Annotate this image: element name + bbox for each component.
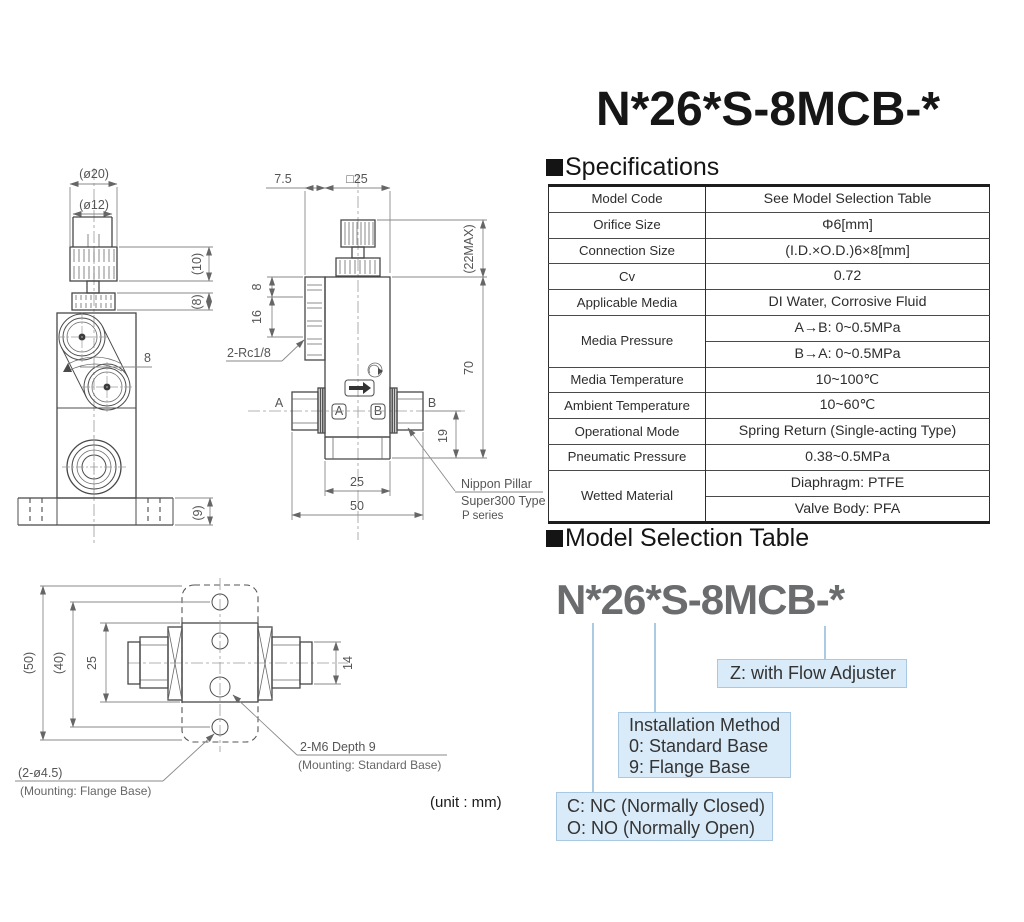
dim-b50-label: (50): [22, 652, 36, 674]
model-code: N*26*S-8MCB-*: [556, 576, 845, 623]
spec-row: Valve Body: PFA: [549, 495, 990, 523]
specifications-heading-label: Specifications: [565, 153, 720, 181]
spec-value: 0.38~0.5MPa: [705, 443, 990, 471]
option-operation-nc: C: NC (Normally Closed): [567, 796, 766, 816]
spec-label: Orifice Size: [548, 211, 706, 239]
spec-label: Cv: [548, 263, 706, 290]
spec-value: B→A: 0~0.5MPa: [705, 340, 990, 368]
spec-label: Ambient Temperature: [548, 392, 706, 419]
maker-name-label: Nippon Pillar: [461, 477, 532, 491]
model-selection-heading: Model Selection Table: [546, 524, 809, 553]
dim-8f-label: 8: [250, 283, 264, 290]
dim-50-label: 50: [350, 499, 364, 513]
dim-dia20-label: (ø20): [79, 167, 109, 181]
spec-value: 10~60℃: [705, 392, 990, 419]
rc-port-label: 2-Rc1/8: [227, 346, 271, 360]
spec-value: A→B: 0~0.5MPa: [705, 314, 990, 342]
spec-label: Wetted Material: [548, 469, 706, 523]
flow-direction-icon: [344, 379, 375, 397]
page-title: N*26*S-8MCB-*: [595, 83, 941, 136]
spec-label: Media Pressure: [548, 314, 706, 368]
spec-row: B→A: 0~0.5MPa: [549, 340, 990, 368]
maker-series-label: P series: [462, 510, 504, 522]
recycle-icon: [367, 362, 383, 378]
technical-drawing: (ø20) (ø12) (10) (8): [15, 167, 545, 811]
spec-value: 0.72: [705, 263, 990, 290]
dim-9-label: (9): [191, 505, 205, 520]
spec-value: Valve Body: PFA: [705, 495, 990, 523]
spec-value: 10~100℃: [705, 366, 990, 393]
dim-b25-label: 25: [85, 656, 99, 670]
spec-value: See Model Selection Table: [705, 185, 990, 213]
spec-label: Applicable Media: [548, 289, 706, 316]
dim-8-label: 8: [144, 351, 151, 365]
dim-22max-label: (22MAX): [462, 224, 476, 273]
leader-line-flow-adjuster: [824, 626, 826, 660]
spec-label: Model Code: [548, 185, 706, 213]
dim-19-label: 19: [436, 429, 450, 443]
leader-line-operation: [592, 623, 594, 793]
dim-sq25-label: □25: [346, 172, 368, 186]
dim-8p-label: (8): [190, 294, 204, 309]
spec-value: Spring Return (Single-acting Type): [705, 418, 990, 445]
option-box-installation: Installation Method 0: Standard Base 9: …: [618, 712, 791, 778]
spec-label: Media Temperature: [548, 366, 706, 393]
section-bullet-icon: [546, 530, 563, 547]
unit-note: (unit : mm): [430, 794, 502, 811]
spec-label: Pneumatic Pressure: [548, 443, 706, 471]
dim-16-label: 16: [250, 310, 264, 324]
specifications-heading: Specifications: [546, 153, 719, 182]
model-selection-heading-label: Model Selection Table: [565, 524, 810, 552]
dim-14-label: 14: [341, 656, 355, 670]
option-installation-title: Installation Method: [629, 715, 781, 735]
dim-7-5-label: 7.5: [274, 172, 291, 186]
bottom-view: (50) (40) 25 14 (2-ø4.5) (Mounting: Flan…: [15, 578, 502, 811]
option-box-flow-adjuster: Z: with Flow Adjuster: [717, 659, 907, 688]
section-bullet-icon: [546, 159, 563, 176]
dim-25-label: 25: [350, 475, 364, 489]
option-installation-flange: 9: Flange Base: [629, 757, 751, 777]
spec-label: Connection Size: [548, 237, 706, 264]
dim-70-label: 70: [462, 361, 476, 375]
dim-10-label: (10): [190, 253, 204, 275]
flange-holes-label: (2-ø4.5): [18, 766, 62, 780]
maker-type-label: Super300 Type: [461, 494, 545, 508]
spec-value: (I.D.×O.D.)6×8[mm]: [705, 237, 990, 264]
option-installation-standard: 0: Standard Base: [629, 736, 769, 756]
option-flow-adjuster-label: Z: with Flow Adjuster: [730, 663, 897, 683]
spec-value: Diaphragm: PTFE: [705, 469, 990, 497]
standard-mount-note: (Mounting: Standard Base): [298, 758, 441, 772]
spec-value: Φ6[mm]: [705, 211, 990, 239]
spec-value: DI Water, Corrosive Fluid: [705, 289, 990, 316]
dim-dia12-label: (ø12): [79, 198, 109, 212]
option-operation-no: O: NO (Normally Open): [567, 818, 756, 838]
port-b-label: B: [428, 396, 436, 410]
flange-mount-note: (Mounting: Flange Base): [20, 784, 151, 798]
m6-holes-label: 2-M6 Depth 9: [300, 740, 376, 754]
option-box-operation: C: NC (Normally Closed) O: NO (Normally …: [556, 792, 773, 841]
spec-label: Operational Mode: [548, 418, 706, 445]
dim-b40-label: (40): [52, 652, 66, 674]
port-a-label: A: [275, 396, 284, 410]
front-view: 7.5 □25 (22MAX) 70 8 16 2-Rc1/8: [226, 172, 545, 540]
leader-line-installation: [654, 623, 656, 713]
side-view: (ø20) (ø12) (10) (8): [17, 167, 213, 545]
spec-row: Connection Size(I.D.×O.D.)6×8[mm]: [548, 237, 990, 264]
